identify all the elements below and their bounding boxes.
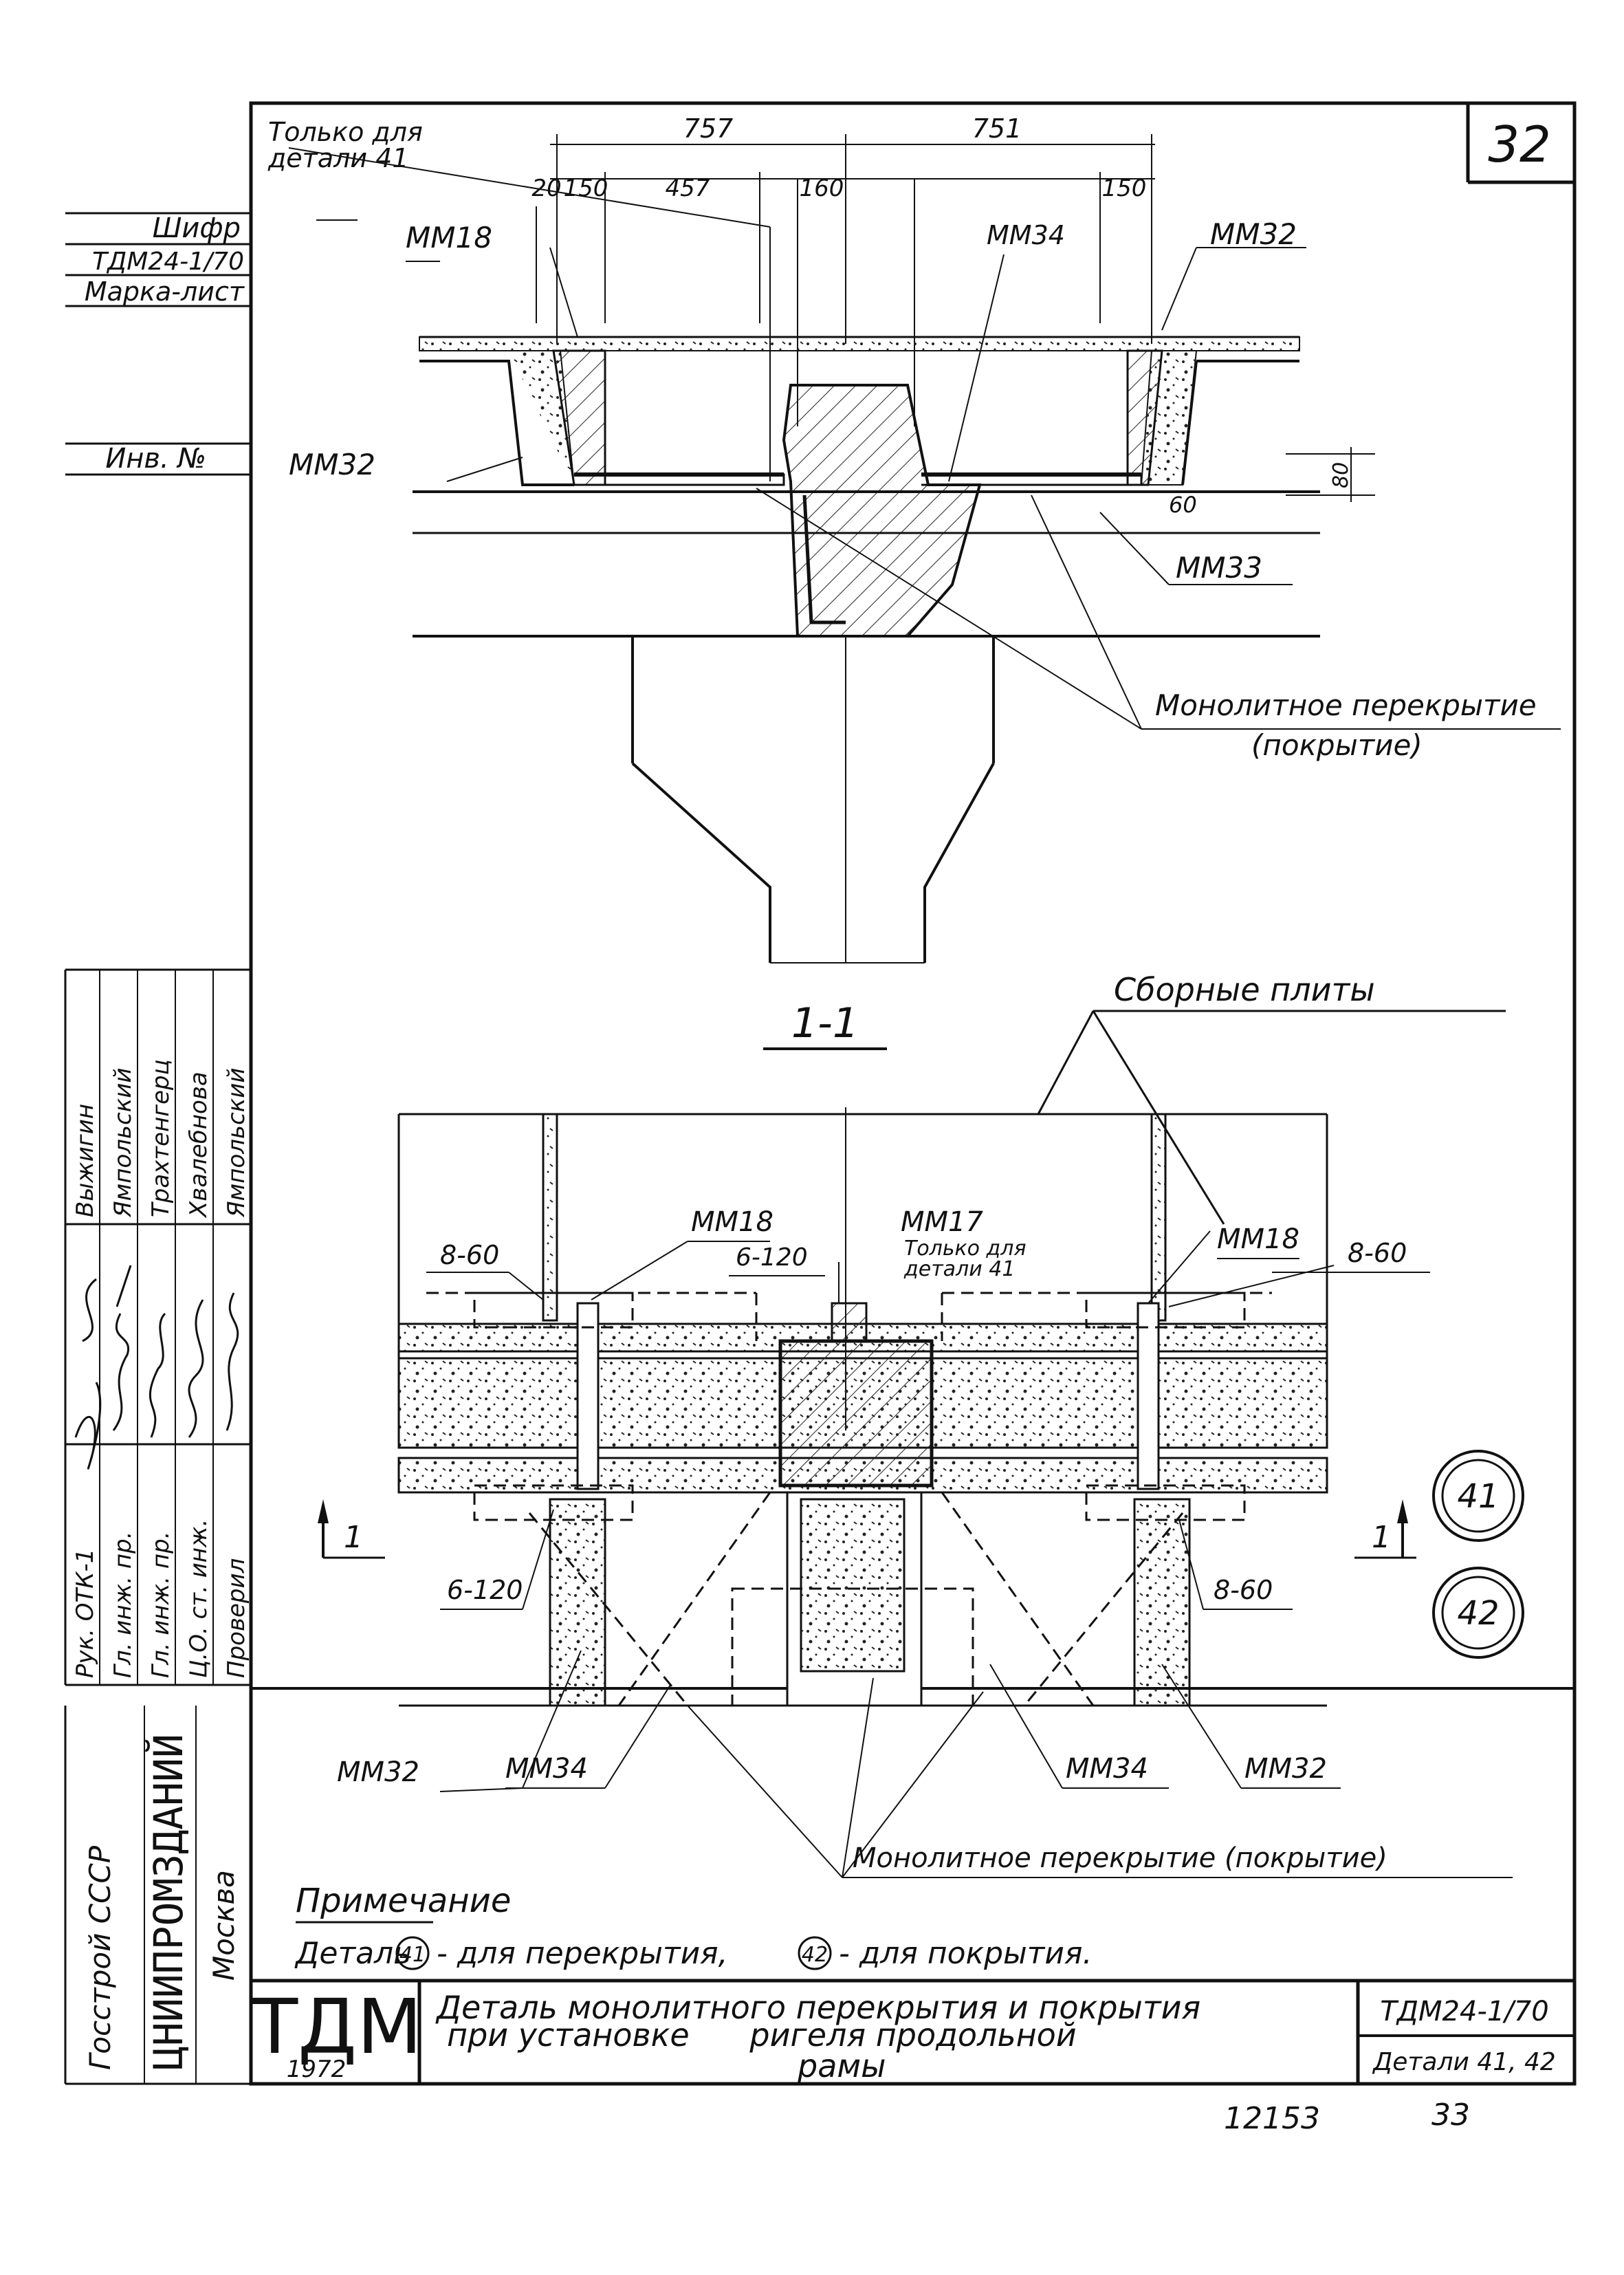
note-circle-41: 41: [399, 1943, 426, 1967]
person-name: Хвалебнова: [185, 1071, 212, 1219]
label-mm32-top-right: ММ32: [1210, 217, 1297, 251]
plan-drawing: [318, 1010, 1513, 1878]
note-text-3: - для покрытия.: [839, 1936, 1092, 1971]
label-mm17: ММ17: [901, 1206, 983, 1238]
rebar-8-60-bottom: 8-60: [1214, 1575, 1273, 1605]
rebar-8-60-right: 8-60: [1348, 1238, 1407, 1268]
signatures: [74, 1265, 239, 1470]
people-label: Гл. инж. пр.: [147, 1532, 175, 1678]
note-circle-42: 42: [802, 1943, 828, 1967]
dim-160: 160: [800, 175, 844, 202]
shifr-value: ТДМ24-1/70: [92, 248, 244, 276]
people-label: Проверил: [223, 1558, 250, 1678]
left-column: [64, 212, 251, 2085]
badge-42-text: 42: [1457, 1594, 1499, 1633]
only-for-label: Только для: [268, 117, 423, 147]
inv-label: Инв. №: [105, 443, 206, 475]
section-1-1-drawing: [288, 134, 1561, 1050]
bottom-page: 33: [1431, 2098, 1470, 2133]
note-text-2: - для перекрытия,: [437, 1936, 728, 1971]
label-mm18-plan-left: ММ18: [691, 1206, 773, 1238]
org-gosstroy: Госстрой СССР: [83, 1845, 117, 2070]
title-year: 1972: [287, 2056, 347, 2083]
rebar-8-60-left: 8-60: [440, 1240, 499, 1270]
label-mm32-plan-right: ММ32: [1244, 1753, 1327, 1785]
title-line-2: при установке ригеля продольной: [447, 2016, 1077, 2054]
monolith-label-top: Монолитное перекрытие: [1155, 688, 1537, 722]
dim-150b: 150: [1102, 175, 1147, 202]
monolith-sub-label-top: (покрытие): [1251, 728, 1423, 762]
bottom-number: 12153: [1224, 2101, 1320, 2136]
people-labels: Рук. ОТК-1 Гл. инж. пр. Гл. инж. пр. Ц.О…: [72, 1519, 250, 1678]
label-mm34-top: ММ34: [987, 220, 1065, 250]
sheet-number: 32: [1488, 116, 1551, 173]
label-mm32-top-left: ММ32: [289, 448, 375, 481]
badge-41: 41: [1432, 1450, 1524, 1542]
org-tsnii: ЦНИИПРОМЗДАНИЙ: [144, 1734, 192, 2070]
marka-label: Марка-лист: [85, 276, 245, 307]
shifr-label: Шифр: [153, 213, 241, 244]
title-block: [251, 1979, 1574, 2084]
person-name: Трахтенгерц: [147, 1059, 175, 1217]
note-title: Примечание: [296, 1882, 511, 1920]
dim-751: 751: [972, 113, 1022, 144]
detail-41-plan: детали 41: [903, 1257, 1015, 1281]
people-label: Ц.О. ст. инж.: [185, 1519, 212, 1678]
title-code: ТДМ24-1/70: [1380, 1996, 1548, 2027]
dim-20: 20: [531, 175, 561, 202]
person-name: Выжигин: [72, 1104, 99, 1217]
detail-41-label: детали 41: [267, 143, 409, 173]
people-label: Гл. инж. пр.: [109, 1532, 137, 1678]
tdm-logo: ТДМ: [251, 1983, 422, 2071]
title-line-1: Деталь монолитного перекрытия и покрытия: [435, 1989, 1200, 2026]
rebar-6-120-left: 6-120: [447, 1575, 523, 1605]
section-title: 1-1: [791, 999, 859, 1047]
dim-457: 457: [666, 175, 710, 202]
only-for-plan: Только для: [904, 1237, 1027, 1261]
person-name: Ямпольский: [223, 1068, 250, 1219]
dim-80: 80: [1329, 462, 1353, 488]
badge-42: 42: [1432, 1567, 1524, 1659]
title-details: Детали 41, 42: [1372, 2048, 1556, 2076]
dim-60: 60: [1169, 492, 1197, 518]
label-mm32-plan-left: ММ32: [337, 1756, 419, 1788]
label-mm34-plan-left: ММ34: [505, 1753, 588, 1785]
rebar-6-120-top: 6-120: [736, 1243, 808, 1272]
label-mm18-top: ММ18: [406, 221, 492, 254]
label-mm18-plan-right: ММ18: [1217, 1223, 1299, 1255]
cut-mark-left: 1: [344, 1520, 363, 1555]
person-name: Ямпольский: [109, 1068, 137, 1219]
note-text-1: Деталь: [294, 1936, 411, 1971]
dim-150: 150: [564, 175, 608, 202]
precast-slabs-label: Сборные плиты: [1114, 971, 1375, 1008]
label-mm34-plan-right: ММ34: [1066, 1753, 1148, 1785]
label-mm33: ММ33: [1176, 551, 1262, 585]
people-names: Выжигин Ямпольский Трахтенгерц Хвалебнов…: [72, 1059, 250, 1219]
badge-41-text: 41: [1457, 1477, 1499, 1516]
dim-757: 757: [683, 113, 734, 144]
cut-mark-right: 1: [1372, 1520, 1391, 1555]
people-label: Рук. ОТК-1: [72, 1549, 99, 1678]
title-line-3: рамы: [797, 2047, 886, 2084]
org-moscow: Москва: [207, 1870, 241, 1981]
monolith-label-plan: Монолитное перекрытие (покрытие): [853, 1842, 1387, 1874]
sheet-frame: [249, 101, 1577, 2086]
